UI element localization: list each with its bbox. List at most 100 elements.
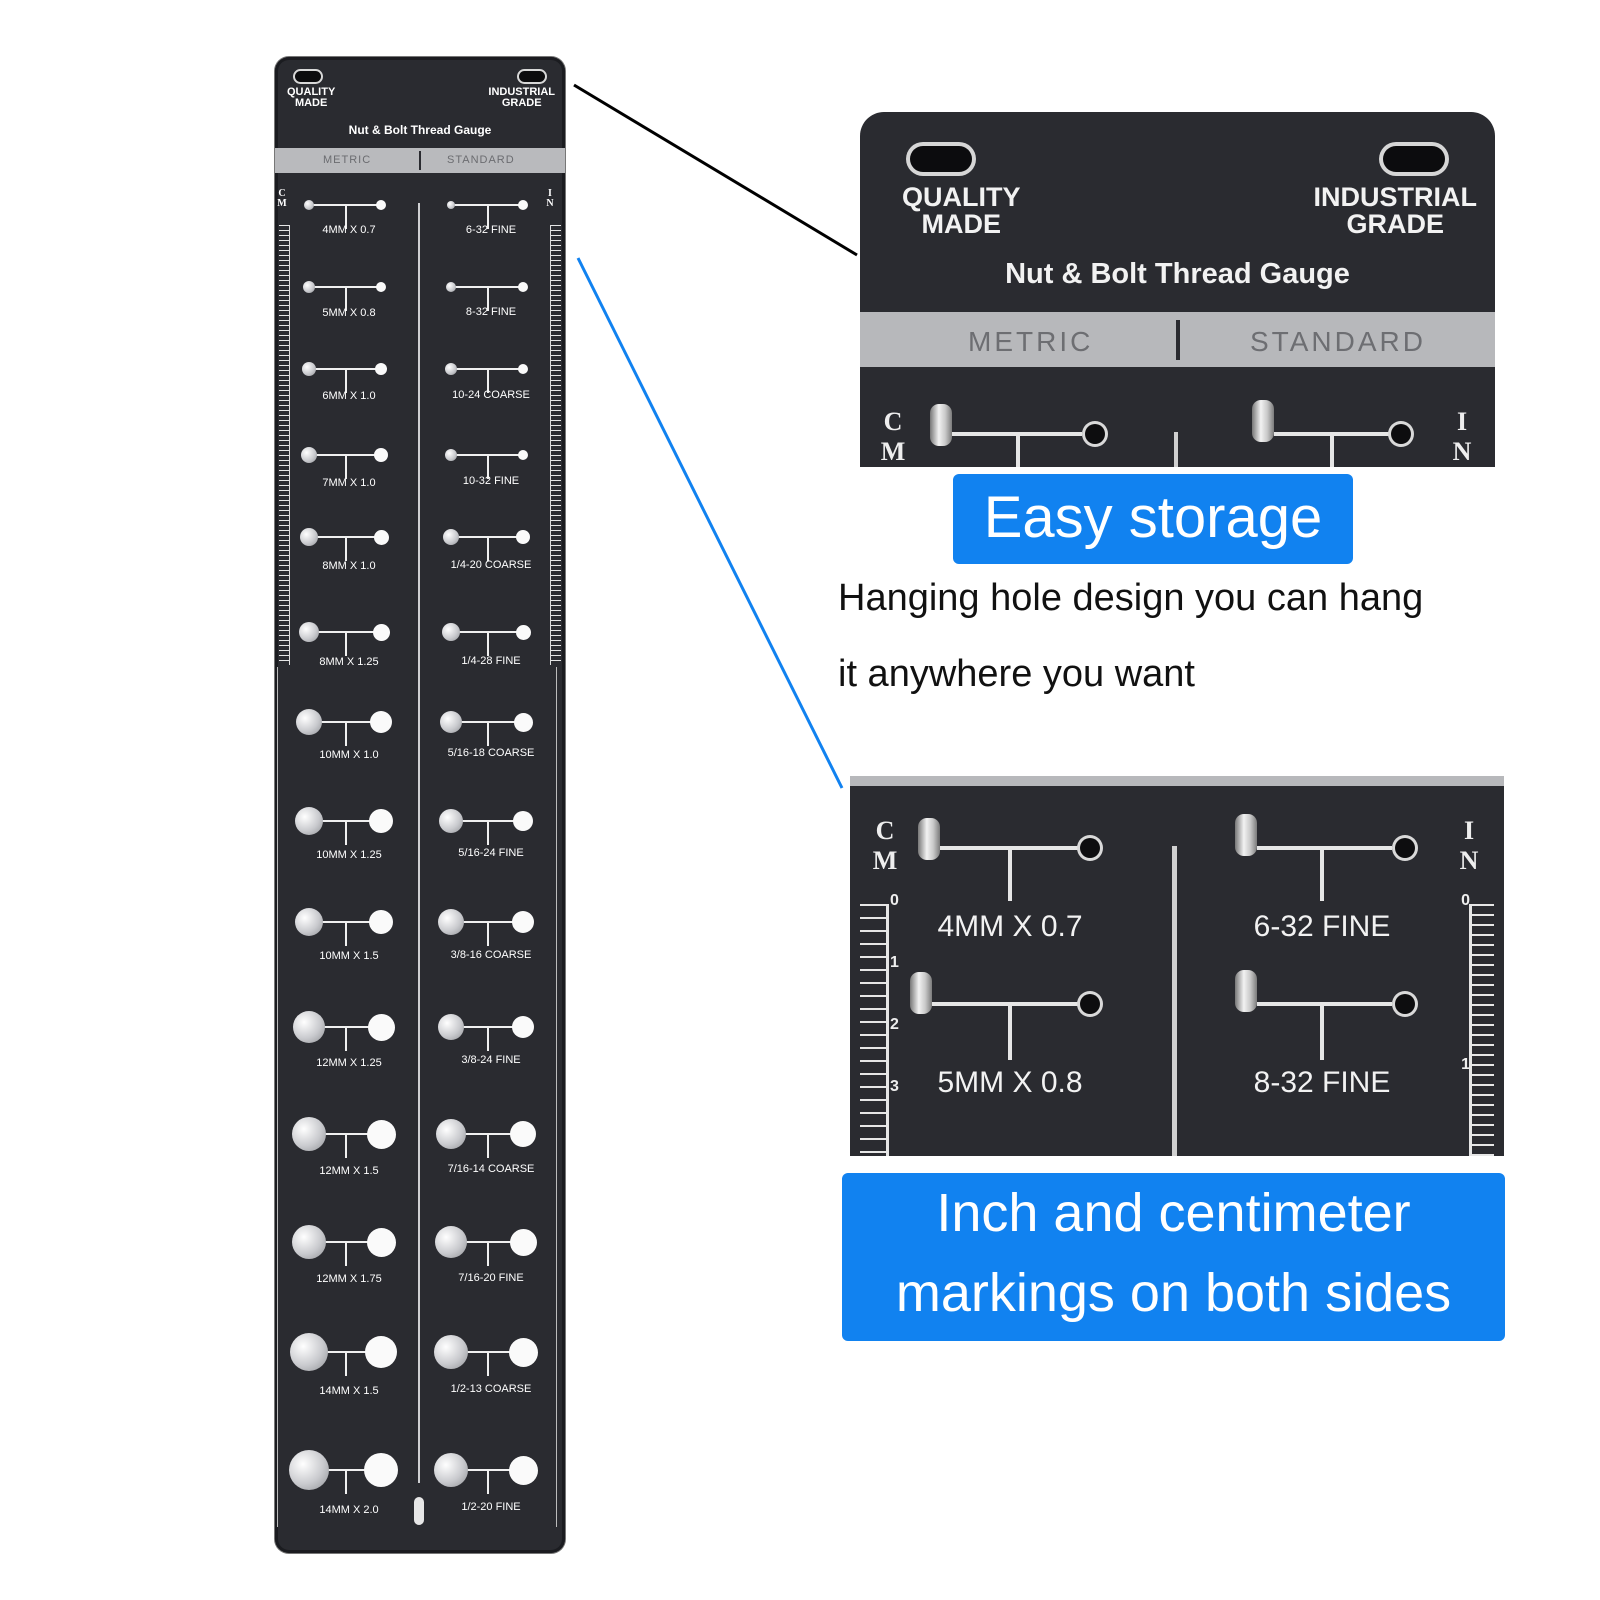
plate-metric-standard-band: METRIC STANDARD [275,148,565,173]
connector-v [487,1134,489,1158]
bolt-stud [438,909,464,935]
gauge-label: 8-32 FINE [465,306,517,318]
zoom2-label-5mm: 5MM X 0.8 [937,1066,1083,1099]
inch-mark-1: 1 [1461,1056,1470,1073]
zoom2-vline-6-32 [1320,846,1324,901]
zoom2-bolt-4mm [918,818,940,860]
metric-gauge-11: 12MM X 1.75 [279,1222,419,1292]
nut-hole [518,282,528,292]
gauge-label: 8MM X 1.25 [319,656,379,668]
nut-hole [369,910,393,934]
zoom-vline-right [1330,432,1334,467]
nut-hole [508,1455,538,1485]
nut-hole [367,1013,395,1041]
nut-hole [376,200,386,210]
connector-v [487,537,489,561]
gauge-label: 4MM X 0.7 [322,224,376,236]
band-metric-label: METRIC [323,154,372,166]
bolt-stud [303,281,315,293]
standard-gauge-2: 10-24 COARSE [421,349,561,419]
standard-gauge-13: 1/2-20 FINE [421,1450,561,1520]
standard-gauge-1: 8-32 FINE [421,267,561,337]
connector-v [345,821,347,845]
gauge-label: 6MM X 1.0 [322,390,376,402]
nut-hole [373,529,389,545]
zoom-bolt-pin-left [930,404,952,446]
gauge-label: 10MM X 1.5 [319,950,379,962]
zoom-nut-hole-left [1085,424,1105,444]
plate-title: Nut & Bolt Thread Gauge [348,123,492,137]
metric-gauge-12: 14MM X 1.5 [279,1332,419,1402]
connector-v [487,1352,489,1376]
bolt-stud [292,1225,326,1259]
gauge-label: 3/8-16 COARSE [450,949,532,961]
cm-mark-0: 0 [890,892,899,909]
bolt-stud [292,1117,326,1151]
gauge-label: 10-32 FINE [462,475,520,487]
inch-ruler [550,225,561,665]
edge-line-right [556,667,557,1527]
bolt-stud [443,529,459,545]
bolt-stud [299,622,319,642]
nut-hole [372,623,390,641]
bolt-stud [304,200,314,210]
zoom-band: METRIC STANDARD [860,312,1495,367]
nut-hole [369,809,393,833]
plate-center-line [418,203,420,1483]
nut-hole [370,711,392,733]
bolt-stud [447,201,455,209]
zoom2-line-8-32 [1257,1002,1392,1006]
standard-gauge-3: 10-32 FINE [421,435,561,505]
band-standard-label: STANDARD [447,154,515,166]
connector-line-black [573,83,858,257]
bolt-stud [436,1119,466,1149]
inch-mark-0: 0 [1461,892,1470,909]
zoom2-center-line [1172,846,1177,1156]
standard-gauge-11: 7/16-20 FINE [421,1222,561,1292]
standard-gauge-6: 5/16-18 COARSE [421,702,561,772]
connector-v [345,369,347,393]
gauge-label: 7/16-20 FINE [458,1272,524,1284]
nut-hole [512,1016,534,1038]
standard-gauge-9: 3/8-24 FINE [421,1007,561,1077]
gauge-label: 12MM X 1.75 [316,1273,382,1285]
metric-gauge-3: 7MM X 1.0 [279,435,419,505]
edge-line-left [277,667,278,1527]
bolt-stud [439,809,463,833]
connector-v [345,1134,347,1158]
bolt-stud [293,1011,325,1043]
zoom-vline-left [1016,432,1020,467]
standard-gauge-4: 1/4-20 COARSE [421,517,561,587]
connector-v [487,722,489,746]
connector-line-blue [576,257,844,789]
connector-v [487,205,489,229]
nut-hole [516,530,530,544]
connector-v [487,287,489,311]
zoom-hanging-hole-left [910,146,972,172]
standard-gauge-12: 1/2-13 COARSE [421,1332,561,1402]
bolt-stud [296,709,322,735]
zoom-band-metric: METRIC [968,326,1094,357]
zoom2-label-8-32: 8-32 FINE [1253,1066,1391,1099]
bolt-stud [442,623,460,641]
nut-hole [518,364,528,374]
gauge-label: 14MM X 1.5 [319,1385,379,1397]
nut-hole [518,450,528,460]
metric-gauge-13: 14MM X 2.0 [279,1450,419,1520]
cm-mark-2: 2 [890,1016,899,1033]
gauge-label: 8MM X 1.0 [322,560,376,572]
gauge-label: 6-32 FINE [465,224,517,236]
zoom2-bolt-6-32 [1235,814,1257,856]
zoom-title: Nut & Bolt Thread Gauge [1005,258,1350,290]
connector-v [487,922,489,946]
bolt-stud [302,362,316,376]
nut-hole [512,911,534,933]
metric-gauge-8: 10MM X 1.5 [279,902,419,972]
